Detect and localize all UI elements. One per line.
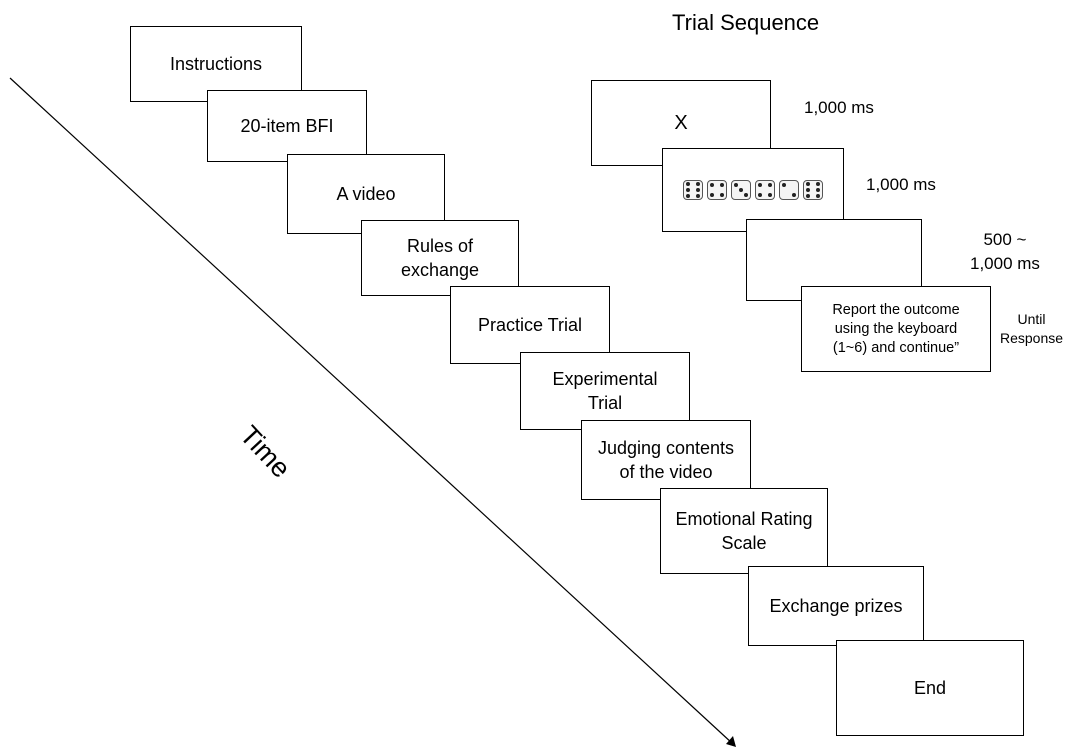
report-duration: Until Response	[1000, 311, 1064, 346]
report-instruction: Report the outcome using the keyboard (1…	[832, 301, 960, 356]
step-label: Practice Trial	[477, 315, 583, 335]
die-icon	[755, 180, 775, 200]
step-label: Judging contents of the video	[597, 438, 735, 482]
step-label: Instructions	[169, 54, 263, 74]
fixation-symbol: X	[674, 112, 688, 134]
step-end: End	[836, 640, 1024, 736]
step-exchange-prizes: Exchange prizes	[748, 566, 924, 646]
step-label: Rules of exchange	[400, 236, 480, 280]
dice-duration: 1,000 ms	[866, 175, 936, 194]
blank-duration: 500 ~ 1,000 ms	[970, 230, 1040, 273]
step-label: 20-item BFI	[240, 116, 334, 136]
trial-sequence-title: Trial Sequence	[672, 10, 820, 35]
step-practice: Practice Trial	[450, 286, 610, 364]
step-experimental: Experimental Trial	[520, 352, 690, 430]
dice-row	[683, 180, 823, 200]
report-screen: Report the outcome using the keyboard (1…	[801, 286, 991, 372]
step-label: Exchange prizes	[769, 596, 903, 616]
die-icon	[779, 180, 799, 200]
step-emotional-rating: Emotional Rating Scale	[660, 488, 828, 574]
step-label: A video	[336, 184, 396, 204]
die-icon	[707, 180, 727, 200]
die-icon	[683, 180, 703, 200]
step-rules: Rules of exchange	[361, 220, 519, 296]
fixation-duration: 1,000 ms	[804, 98, 874, 117]
step-instructions: Instructions	[130, 26, 302, 102]
step-label: Emotional Rating Scale	[675, 509, 813, 553]
step-label: End	[913, 678, 947, 698]
die-icon	[803, 180, 823, 200]
die-icon	[731, 180, 751, 200]
step-label: Experimental Trial	[552, 369, 658, 413]
step-bfi: 20-item BFI	[207, 90, 367, 162]
